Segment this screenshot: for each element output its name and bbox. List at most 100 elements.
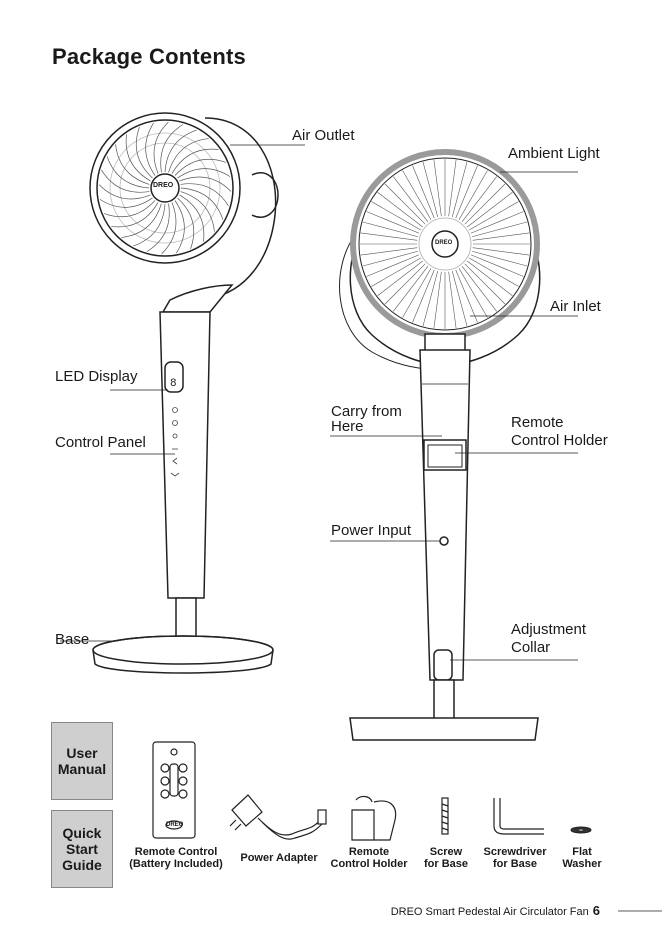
grille-spoke <box>412 269 435 323</box>
fan-blade <box>180 191 215 232</box>
grille-spoke <box>422 270 439 327</box>
fan-blade <box>101 169 150 193</box>
grille-spoke <box>471 221 528 238</box>
page-number: 6 <box>592 903 600 918</box>
grille-spoke <box>433 159 442 217</box>
fan-blade <box>115 144 150 185</box>
footer-text: DREO Smart Pedestal Air Circulator Fan <box>390 906 589 918</box>
grille-spoke <box>412 165 435 219</box>
grille-spoke <box>393 266 429 312</box>
caption-line: for Base <box>492 858 538 870</box>
fan-blade <box>104 200 156 218</box>
fan-blade <box>125 134 151 182</box>
caption-line: (Battery Included) <box>129 858 223 870</box>
fan-blade <box>146 203 170 252</box>
grille-spoke <box>472 247 530 256</box>
grille-spoke <box>366 254 420 277</box>
fan-blade <box>171 148 219 174</box>
caption-line: Remote Control <box>134 846 218 858</box>
fan-blade <box>179 194 205 242</box>
grille-spoke <box>467 192 513 228</box>
grille-spoke <box>458 268 488 318</box>
grille-spoke <box>422 161 439 218</box>
fan-blade <box>153 121 169 174</box>
caption-line: for Base <box>423 858 469 870</box>
grille-spoke <box>469 257 519 287</box>
leader-lines <box>60 144 662 912</box>
grille-spoke <box>458 170 488 220</box>
grille-spoke <box>467 260 513 296</box>
grille-spoke <box>471 250 528 267</box>
fan-blade <box>177 168 231 179</box>
grille-spoke <box>472 232 530 241</box>
grille-spoke <box>455 269 478 323</box>
grille-spoke <box>371 257 421 287</box>
caption-remote-holder: Remote Control Holder <box>326 846 412 870</box>
fan-blade <box>111 202 159 228</box>
label-ambient-light: Ambient Light <box>508 145 600 162</box>
brand-logo-remote: DREO <box>166 822 184 828</box>
grille-spoke <box>360 232 418 241</box>
fan-blade <box>174 158 226 176</box>
fan-blade <box>164 129 197 173</box>
grille-spoke <box>362 221 419 238</box>
caption-line: Control Holder <box>330 858 408 870</box>
fan-side-view <box>89 112 279 674</box>
caption-line: Remote <box>348 846 390 858</box>
control-panel-icons: 8 <box>170 378 180 477</box>
caption-line: Washer <box>562 858 602 870</box>
fan-blade <box>179 176 232 192</box>
user-manual-line2: Manual <box>57 761 107 777</box>
remote-control-illustration <box>152 741 196 839</box>
side-fan-blades <box>98 121 232 255</box>
grille-spoke <box>384 263 426 305</box>
label-carry-line1: Carry from <box>331 403 402 420</box>
caption-line: Screwdriver <box>483 846 547 858</box>
fan-blade <box>160 124 184 173</box>
label-adjustment-line1: Adjustment <box>511 621 587 638</box>
grille-spoke <box>366 211 420 234</box>
fan-blade <box>145 122 156 176</box>
quick-start-line2: Start <box>66 841 98 857</box>
fan-blade <box>106 156 150 189</box>
grille-spoke <box>371 201 421 231</box>
grille-spoke <box>461 176 497 222</box>
grille-spoke <box>470 254 524 277</box>
grille-spoke <box>433 271 442 329</box>
label-air-outlet: Air Outlet <box>292 127 355 144</box>
quick-start-line1: Quick <box>62 825 102 841</box>
grille-spoke <box>451 161 468 218</box>
screw-illustration <box>441 797 449 835</box>
label-power-input: Power Input <box>331 522 412 539</box>
grille-spoke <box>461 266 497 312</box>
fan-blade <box>98 184 151 200</box>
grille-spoke <box>377 260 423 296</box>
grille-spoke <box>448 271 457 329</box>
quick-start-line3: Guide <box>62 857 102 873</box>
label-control-panel: Control Panel <box>55 434 146 451</box>
label-led-display: LED Display <box>55 368 138 385</box>
grille-spoke <box>451 270 468 327</box>
caption-remote-control: Remote Control (Battery Included) <box>126 846 226 870</box>
label-remote-holder-line2: Control Holder <box>511 432 608 449</box>
label-carry-line2: Here <box>331 418 364 435</box>
caption-power-adapter: Power Adapter <box>234 852 324 864</box>
fan-blade <box>168 138 209 173</box>
label-air-inlet: Air Inlet <box>550 298 601 315</box>
page-title: Package Contents <box>52 44 246 69</box>
power-adapter-illustration <box>229 794 327 840</box>
grille-spoke <box>384 183 426 225</box>
brand-logo-back: DREO <box>435 240 453 246</box>
caption-screw: Screw for Base <box>416 846 476 870</box>
fan-blade <box>99 197 153 208</box>
grille-spoke <box>393 176 429 222</box>
grille-spoke <box>455 165 478 219</box>
grille-spoke <box>402 170 432 220</box>
grille-spoke <box>469 201 519 231</box>
grille-spoke <box>448 159 457 217</box>
caption-line: Screw <box>429 846 463 858</box>
flat-washer-illustration <box>570 826 592 834</box>
